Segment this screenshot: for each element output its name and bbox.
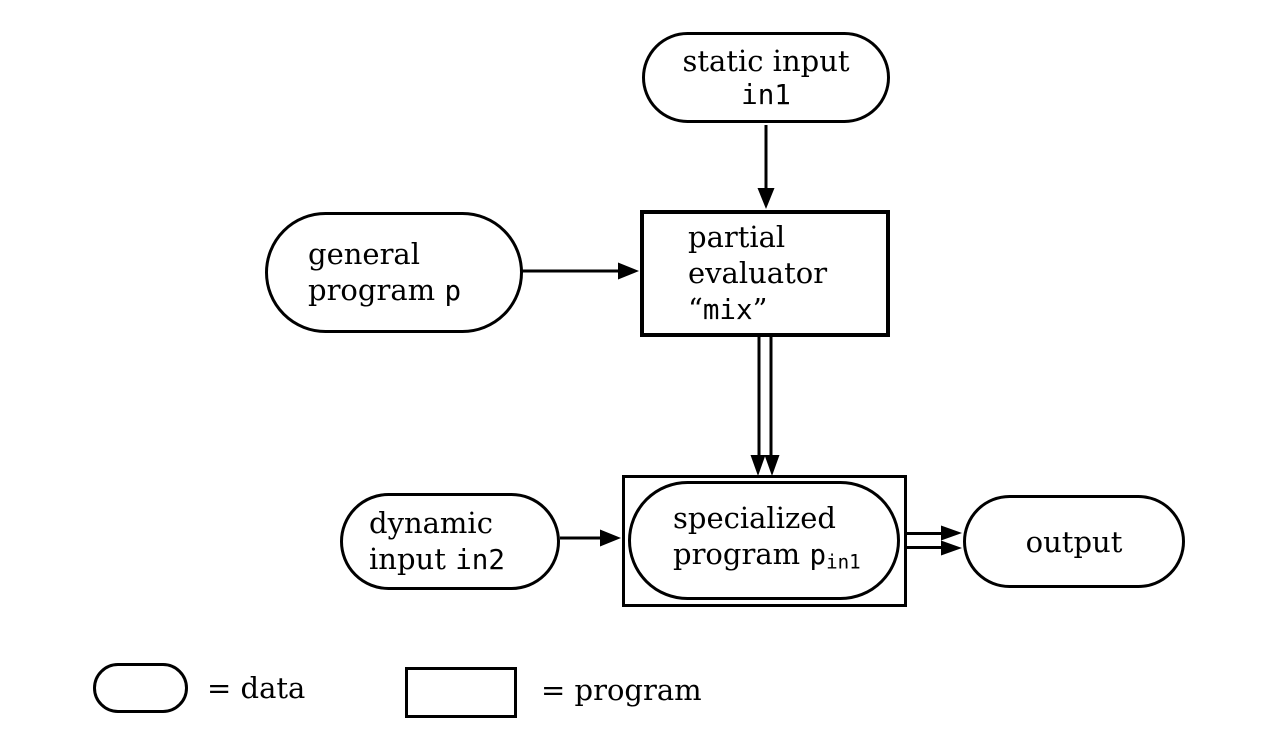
arrow-general-program-to-mix: [521, 262, 639, 280]
double-arrow-specialized-to-output: [904, 525, 962, 556]
legend-data-label: = data: [207, 671, 306, 705]
general-program-line1: general: [308, 237, 420, 271]
specialized-program-line1: specialized: [673, 501, 836, 536]
specialized-program-outer-rect: [622, 475, 907, 607]
static-input-code: in1: [741, 78, 791, 111]
general-program-code: p: [444, 275, 462, 307]
node-partial-evaluator-mix: partial evaluator “mix”: [640, 210, 890, 337]
static-input-label: static input: [682, 43, 850, 78]
arrow-dynamic-input-to-specialized: [560, 529, 621, 547]
mix-quote-open: “: [688, 292, 703, 326]
arrow-static-input-to-mix: [757, 125, 775, 209]
mix-code: mix: [702, 294, 753, 326]
dynamic-input-code: in2: [455, 544, 505, 576]
legend-program-label: = program: [541, 673, 702, 707]
mix-line1: partial: [688, 220, 786, 254]
legend-data-shape: [93, 663, 188, 713]
specialized-program-code: p: [809, 539, 827, 572]
mix-line2: evaluator: [688, 256, 828, 290]
dynamic-input-line1: dynamic: [369, 506, 493, 540]
legend-program-shape: [405, 667, 517, 718]
specialized-program-code-subscript: in1: [826, 550, 861, 574]
node-output: output: [963, 495, 1185, 588]
mix-quote-close: ”: [752, 292, 768, 326]
output-label: output: [1025, 524, 1123, 559]
double-arrow-mix-to-specialized: [750, 335, 780, 476]
node-static-input: static input in1: [642, 32, 890, 123]
mix-line3: “mix”: [688, 291, 886, 328]
